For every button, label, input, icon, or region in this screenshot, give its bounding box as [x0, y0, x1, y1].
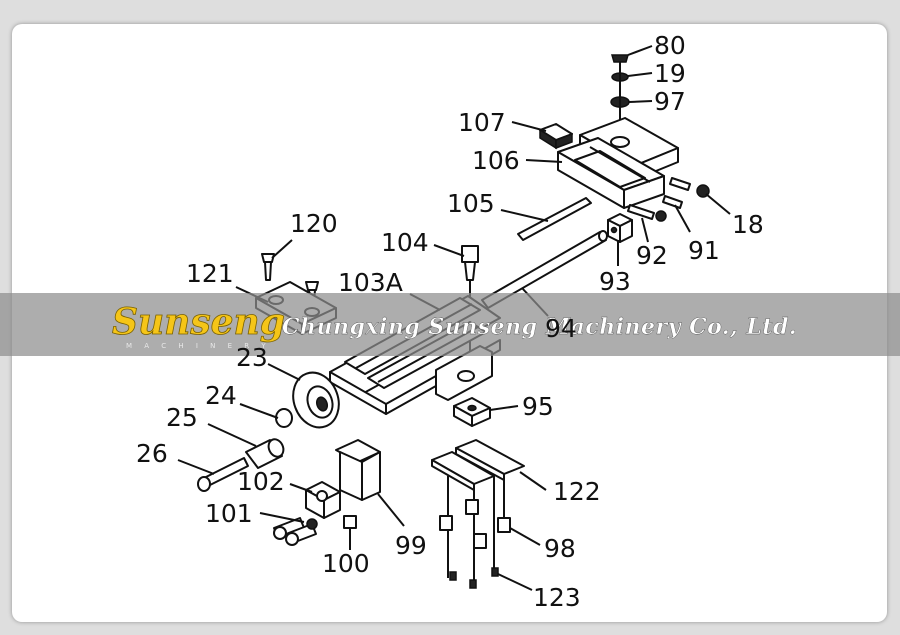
part-label-97: 97 [654, 87, 686, 116]
lower-right-plates [431, 439, 525, 589]
part-label-19: 19 [654, 59, 686, 88]
part-label-23: 23 [236, 343, 268, 372]
part-label-91: 91 [688, 236, 720, 265]
part-label-120: 120 [290, 209, 338, 238]
part-label-24: 24 [205, 381, 237, 410]
part-label-26: 26 [136, 439, 168, 468]
part-label-104: 104 [381, 228, 429, 257]
watermark-brand: Sunseng [112, 301, 285, 343]
part-labels: 80 19 97 107 106 105 18 91 92 104 93 120… [136, 31, 764, 612]
part-label-80: 80 [654, 31, 686, 60]
part-label-103A: 103A [338, 268, 403, 297]
watermark-company: Chungxing Sunseng Machinery Co., Ltd. [282, 314, 797, 340]
part-label-25: 25 [166, 403, 198, 432]
lower-left-parts [273, 439, 381, 546]
part-label-98: 98 [544, 534, 576, 563]
part-label-92: 92 [636, 241, 668, 270]
part-label-18: 18 [732, 210, 764, 239]
part-label-101: 101 [205, 499, 253, 528]
part-label-95: 95 [522, 392, 554, 421]
part-label-99: 99 [395, 531, 427, 560]
handwheel-assembly [197, 371, 340, 492]
part-label-102: 102 [237, 467, 285, 496]
watermark-background [0, 293, 900, 356]
top-slide-assembly [461, 54, 710, 368]
part-label-121: 121 [186, 259, 234, 288]
part-label-123: 123 [533, 583, 581, 612]
watermark-band: Sunseng M A C H I N E R Y Chungxing Suns… [0, 293, 900, 356]
part-label-107: 107 [458, 108, 506, 137]
part-label-94: 94 [545, 314, 577, 343]
part-label-93: 93 [599, 267, 631, 296]
part-label-100: 100 [322, 549, 370, 578]
part-label-106: 106 [472, 146, 520, 175]
part-label-105: 105 [447, 189, 495, 218]
watermark-subline: M A C H I N E R Y [126, 342, 271, 350]
part-label-122: 122 [553, 477, 601, 506]
